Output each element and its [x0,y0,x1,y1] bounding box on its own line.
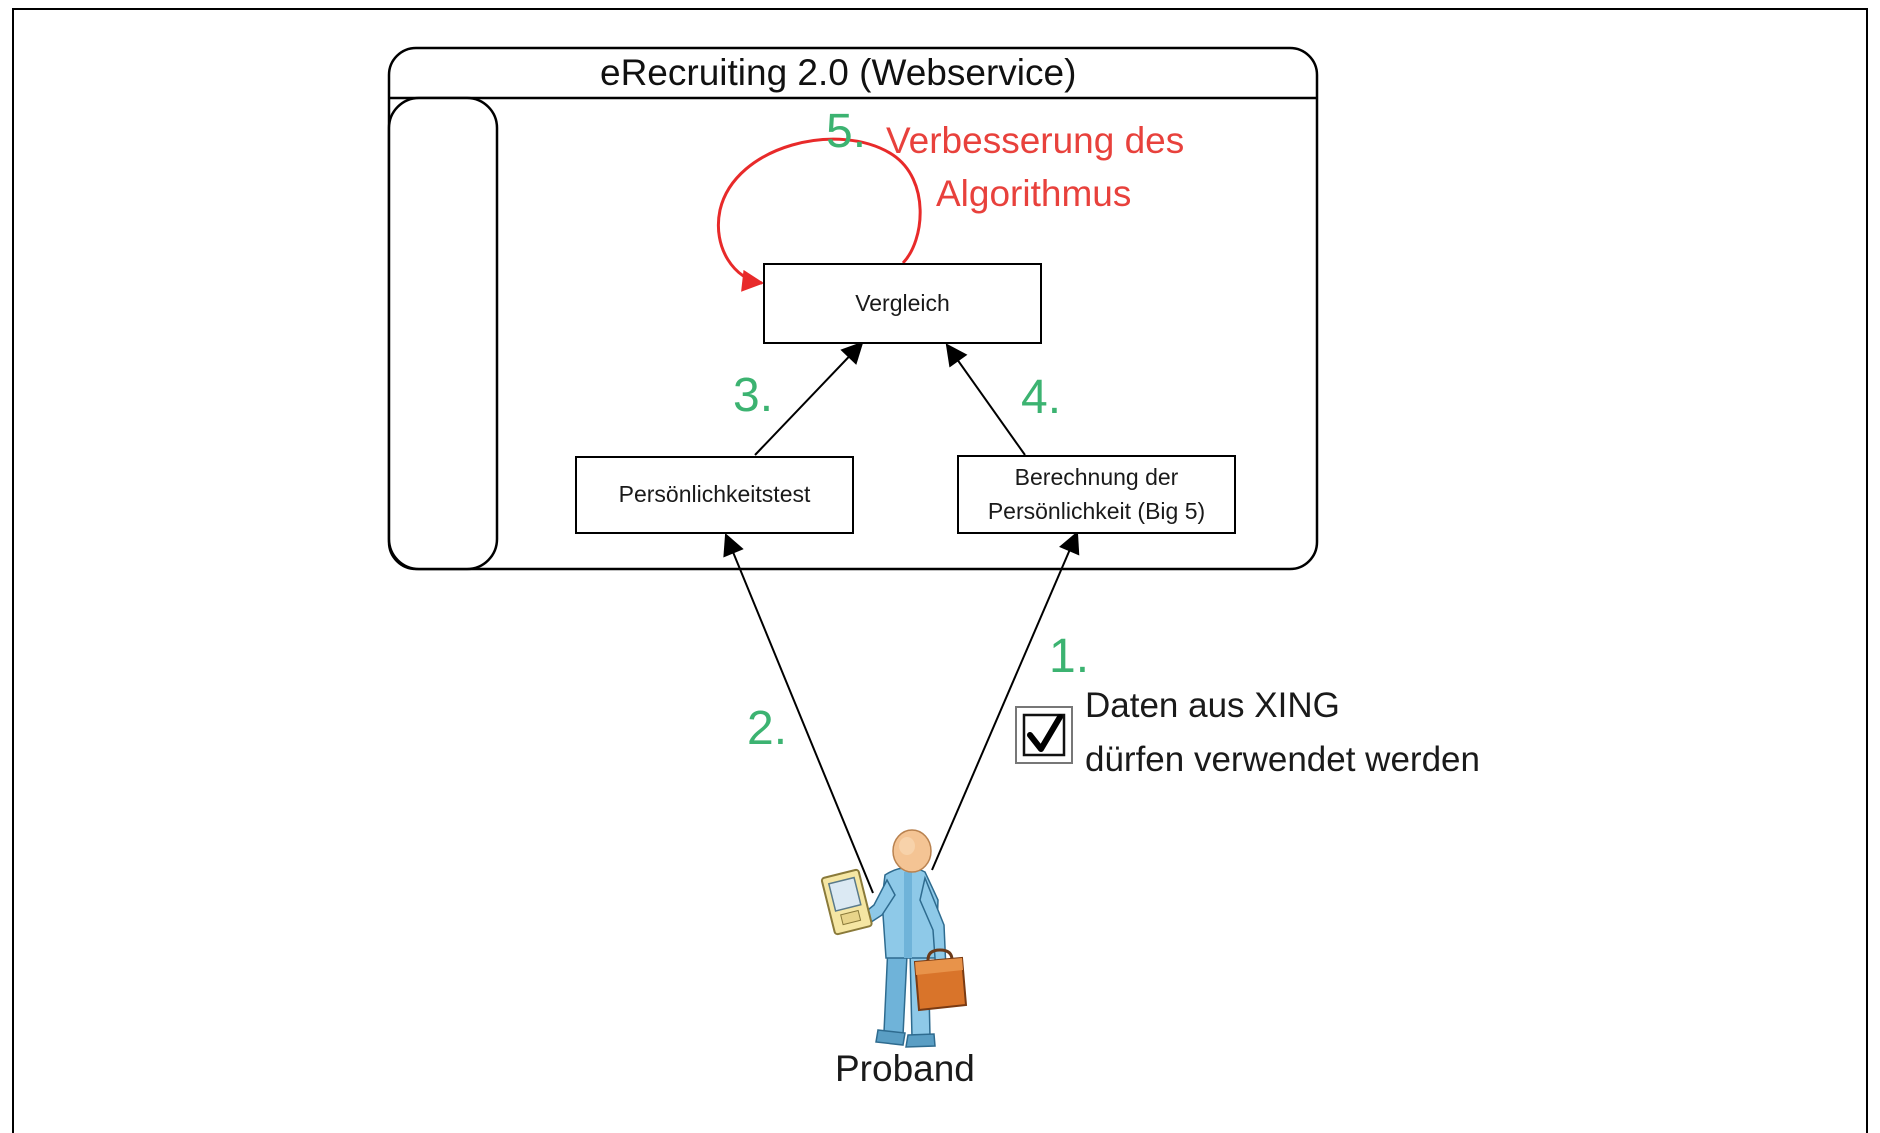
node-berechnung-label-line2: Persönlichkeit (Big 5) [987,497,1206,524]
node-persoenlichkeitstest-label: Persönlichkeitstest [618,481,811,508]
edge-persoenlichkeitstest-to-vergleich [754,341,864,456]
node-persoenlichkeitstest: Persönlichkeitstest [575,456,854,534]
loop-arrow-improvement [717,137,922,292]
edge-proband-to-persoenlichkeitstest [723,532,874,894]
webservice-container [387,46,1319,571]
node-berechnung-label-line1: Berechnung der [1014,464,1179,491]
actor-label: Proband [835,1048,975,1089]
person-with-briefcase-and-pda-icon [820,829,968,1048]
node-berechnung: Berechnung der Persönlichkeit (Big 5) [957,455,1236,534]
loop-label-line1: Verbesserung des [886,120,1185,161]
node-vergleich-label: Vergleich [855,289,950,316]
step-number-4: 4. [1021,371,1062,424]
loop-label-line2: Algorithmus [936,173,1132,214]
edge-proband-to-berechnung [931,530,1080,871]
step-number-3: 3. [733,369,774,422]
checkbox-checked-icon[interactable] [1015,706,1073,764]
step-number-1: 1. [1049,630,1090,683]
consent-text-line2: dürfen verwendet werden [1085,740,1480,779]
step-number-5: 5. [826,105,867,158]
figure-frame [12,8,1868,1133]
edge-berechnung-to-vergleich [945,343,1026,456]
step-number-2: 2. [747,702,788,755]
node-vergleich: Vergleich [763,263,1042,344]
container-title: eRecruiting 2.0 (Webservice) [600,52,1077,93]
consent-text-line1: Daten aus XING [1085,686,1340,725]
